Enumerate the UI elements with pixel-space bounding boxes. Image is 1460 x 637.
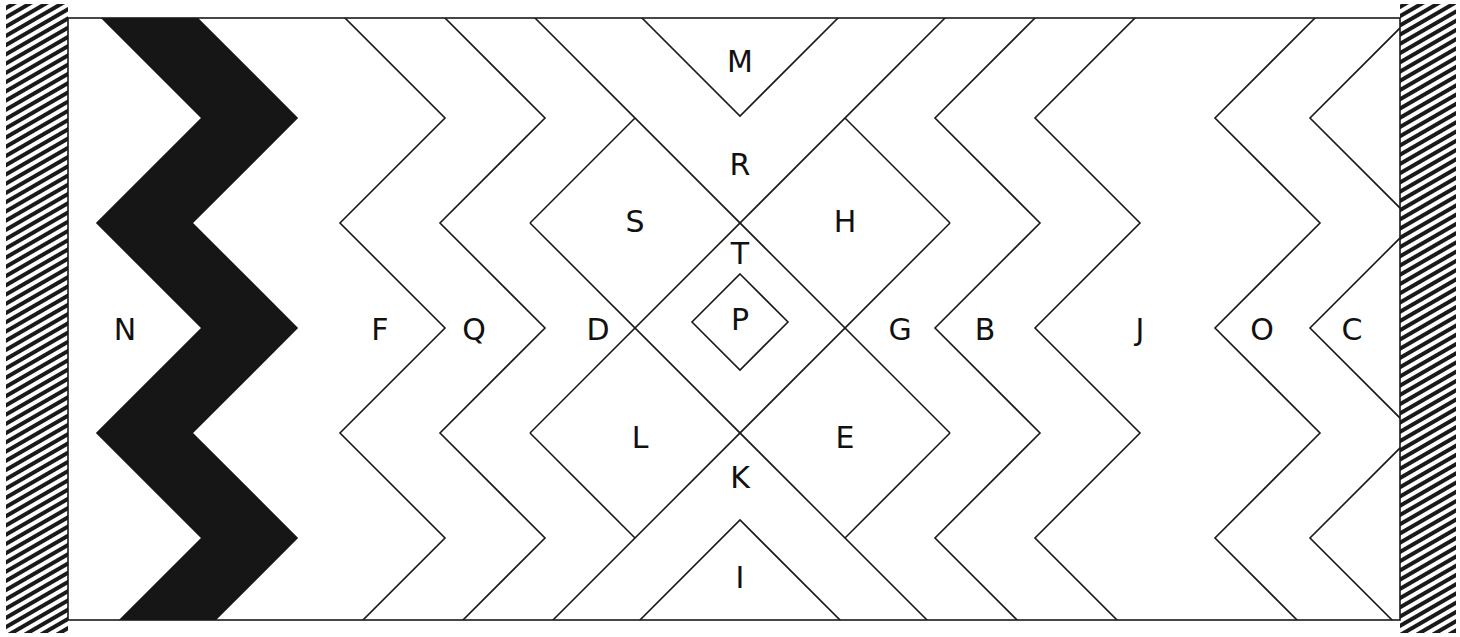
zigzag-line: [440, 18, 545, 620]
diagonal-line: [530, 223, 950, 620]
region-letter: G: [888, 315, 911, 345]
fringe: [1400, 4, 1456, 633]
zigzag-line: [340, 18, 445, 620]
diagonal-line: [530, 18, 950, 433]
region-letter: M: [727, 47, 753, 77]
zigzag-line: [1035, 18, 1140, 620]
region-letter: D: [586, 315, 609, 345]
region-letter: P: [731, 305, 749, 335]
region-letter: O: [1250, 315, 1274, 345]
diamond-edge: [530, 433, 635, 538]
region-letter: C: [1342, 315, 1363, 345]
centre-diamond: [692, 274, 788, 370]
black-zigzag-band: [97, 18, 297, 620]
top-triangle: [637, 18, 843, 116]
diamond-edge: [845, 433, 950, 538]
diagonal-line: [530, 18, 950, 433]
region-letter: H: [834, 207, 857, 237]
region-letter: F: [371, 315, 388, 345]
region-letter: J: [1136, 315, 1145, 345]
region-letter: K: [730, 463, 750, 493]
region-letter: Q: [462, 315, 486, 345]
diamond-edge: [845, 118, 950, 223]
region-letter: B: [975, 315, 996, 345]
diagonal-line: [530, 223, 950, 620]
zigzag-line: [1215, 18, 1320, 620]
region-letter: R: [730, 150, 751, 180]
region-letter: T: [731, 239, 749, 269]
region-letter: S: [625, 207, 644, 237]
region-letter: L: [632, 423, 649, 453]
region-letter: N: [114, 315, 136, 345]
fringe: [6, 4, 68, 633]
diamond-edge: [530, 118, 635, 223]
zigzag-line: [935, 18, 1040, 620]
region-letter: I: [736, 563, 745, 593]
zigzag-line: [1310, 18, 1400, 620]
rug-border: [68, 18, 1400, 620]
bottom-triangle: [617, 520, 863, 620]
region-letter: E: [836, 423, 855, 453]
